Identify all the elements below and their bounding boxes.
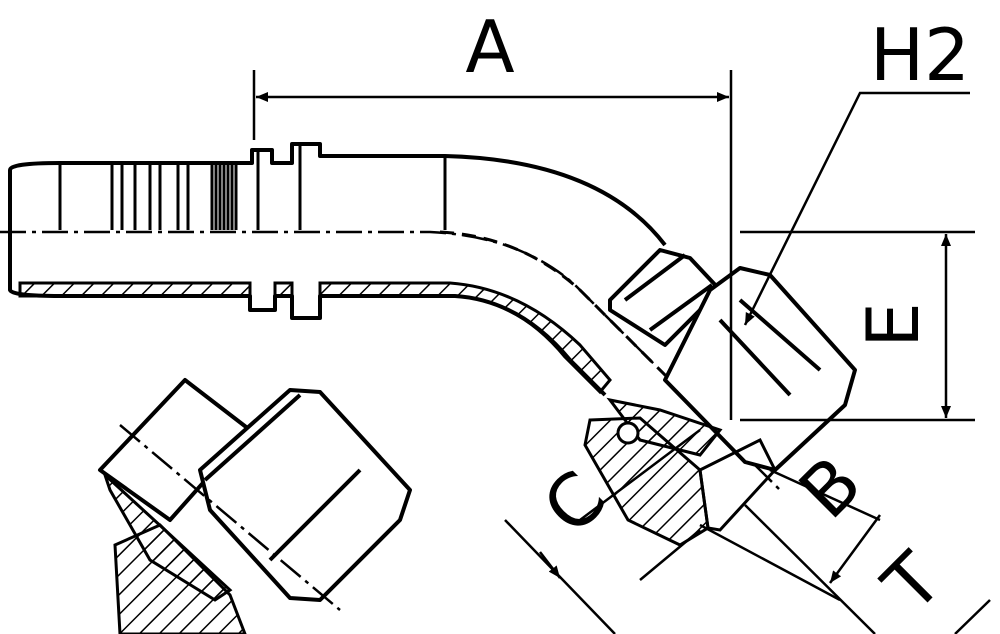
nut-face [698,437,777,532]
o-ring [616,421,640,445]
swivel-nut [608,248,857,472]
dimension-label-e: E [851,302,935,348]
detail-body-section [113,523,247,634]
dimension-lines [252,70,991,634]
center-line [0,230,781,491]
dimension-label-h2: H2 [870,13,970,97]
hose-barbs [58,144,447,230]
detail-view [98,378,412,602]
dimension-label-a: A [465,5,514,89]
detail-center-line [119,424,341,611]
dimension-label-t: T [866,536,958,628]
stem-wall-section [18,281,612,395]
dimension-label-b: B [783,440,877,534]
